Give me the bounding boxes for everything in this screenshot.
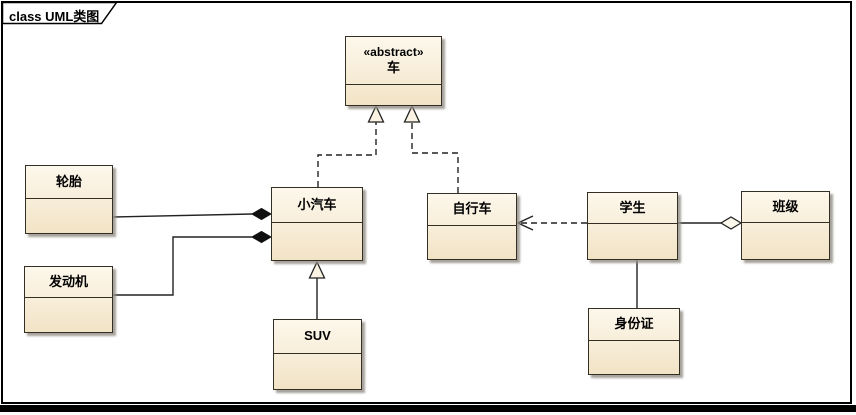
stereotype-label: «abstract»: [363, 44, 424, 59]
name-compartment: 身份证: [589, 309, 679, 341]
class-name: 车: [386, 59, 400, 75]
realization-bicycle-vehicle[interactable]: [403, 104, 459, 193]
class-name: 班级: [772, 198, 799, 214]
body-compartment: [26, 199, 112, 233]
name-compartment: SUV: [274, 320, 361, 354]
class-name: 发动机: [48, 273, 88, 289]
body-compartment: [428, 226, 516, 259]
composition-tire-car[interactable]: [112, 207, 272, 221]
class-name: 身份证: [614, 316, 654, 332]
class-name: 轮胎: [55, 173, 82, 189]
name-compartment: 轮胎: [26, 166, 112, 199]
name-compartment: 发动机: [25, 267, 112, 298]
aggregation-student-class[interactable]: [678, 216, 743, 230]
name-compartment: 班级: [742, 192, 829, 223]
body-compartment: [272, 223, 362, 260]
class-box-idcard[interactable]: 身份证: [588, 308, 680, 375]
realization-car-vehicle[interactable]: [317, 104, 385, 187]
class-box-bicycle[interactable]: 自行车: [427, 193, 517, 260]
name-compartment: 学生: [588, 193, 677, 224]
class-name: 学生: [619, 199, 646, 215]
bottom-edge-bar: [0, 405, 856, 412]
class-box-student[interactable]: 学生: [587, 192, 678, 260]
generalization-suv-car[interactable]: [308, 260, 326, 319]
body-compartment: [274, 354, 361, 389]
class-box-vehicle[interactable]: «abstract» 车: [345, 36, 442, 106]
diagram-frame: [1, 1, 852, 404]
class-name: 小汽车: [297, 196, 337, 212]
name-compartment: «abstract» 车: [346, 37, 441, 85]
dependency-student-bicycle[interactable]: [516, 215, 587, 231]
name-compartment: 小汽车: [272, 188, 362, 223]
body-compartment: [346, 85, 441, 105]
composition-engine-car[interactable]: [113, 230, 272, 296]
class-box-tire[interactable]: 轮胎: [25, 165, 113, 234]
class-box-car[interactable]: 小汽车: [271, 187, 363, 261]
body-compartment: [588, 224, 677, 259]
class-box-class[interactable]: 班级: [741, 191, 830, 260]
body-compartment: [589, 341, 679, 374]
class-box-engine[interactable]: 发动机: [24, 266, 113, 333]
class-box-suv[interactable]: SUV: [273, 319, 362, 390]
class-name: 自行车: [452, 201, 492, 217]
body-compartment: [25, 298, 112, 332]
name-compartment: 自行车: [428, 194, 516, 226]
body-compartment: [742, 223, 829, 259]
frame-title: class UML类图: [9, 9, 100, 24]
frame-title-tab: [1, 1, 118, 25]
class-name: SUV: [304, 328, 331, 344]
